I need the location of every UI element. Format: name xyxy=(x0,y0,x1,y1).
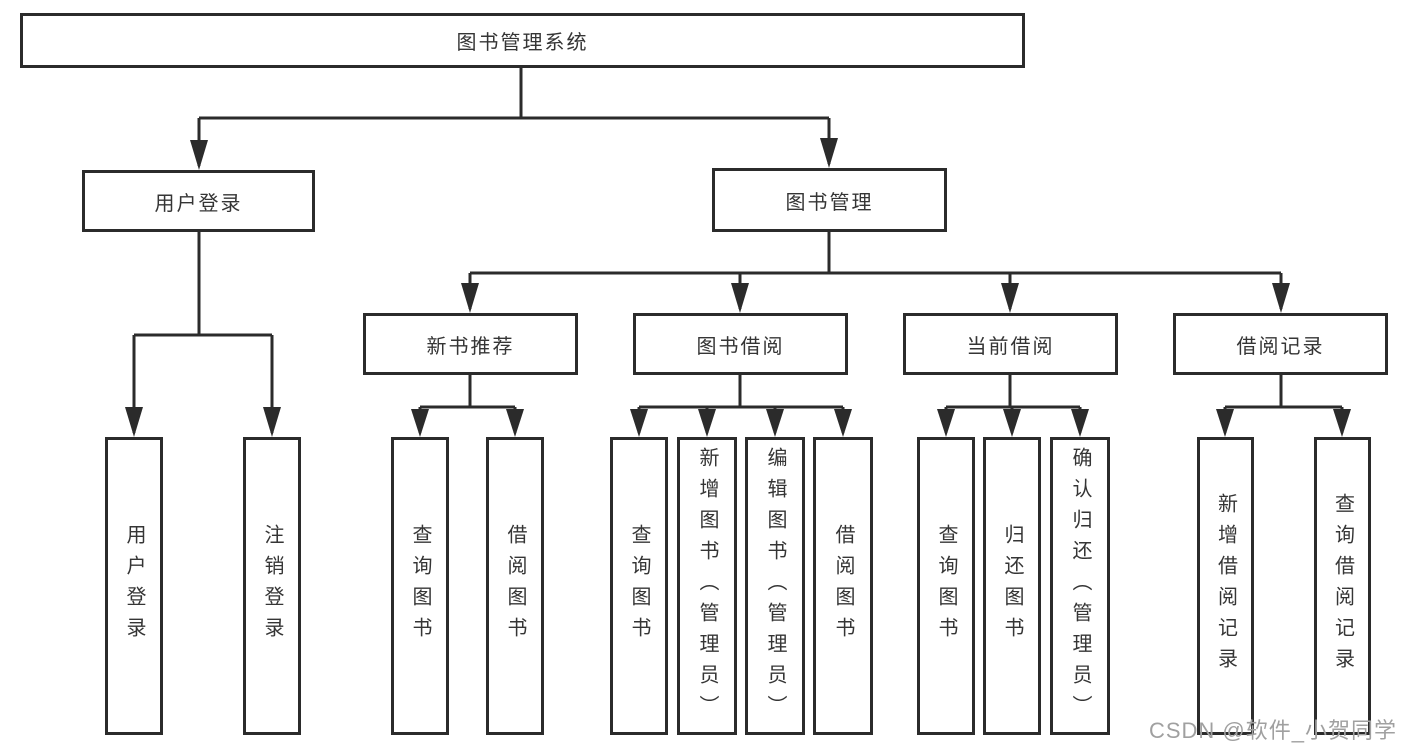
arrowhead xyxy=(766,409,784,437)
arrowhead xyxy=(461,283,479,313)
leaf-user-login: 用户登录 xyxy=(105,437,163,735)
leaf-edit-books-admin: 编辑图书（管理员） xyxy=(745,437,805,735)
node-label: 查询图书 xyxy=(409,524,431,648)
leaf-add-books-admin: 新增图书（管理员） xyxy=(677,437,737,735)
arrowhead xyxy=(731,283,749,313)
node-label: 查询图书 xyxy=(935,524,957,648)
node-label: 图书借阅 xyxy=(696,335,785,358)
leaf-return-books: 归还图书 xyxy=(983,437,1041,735)
node-root-library-system: 图书管理系统 xyxy=(20,13,1025,68)
leaf-query-books-borrow: 查询图书 xyxy=(610,437,668,735)
node-label: 查询借阅记录 xyxy=(1331,493,1354,679)
leaf-logout: 注销登录 xyxy=(243,437,301,735)
node-label: 借阅图书 xyxy=(504,524,526,648)
node-label: 图书管理系统 xyxy=(456,32,589,54)
arrowhead xyxy=(411,409,429,437)
node-book-borrow: 图书借阅 xyxy=(633,313,848,375)
node-label: 编辑图书（管理员） xyxy=(764,446,786,726)
leaf-borrow-books-recommend: 借阅图书 xyxy=(486,437,544,735)
leaf-query-borrow-record: 查询借阅记录 xyxy=(1314,437,1371,735)
connector-recommend-to-leaves xyxy=(418,375,517,433)
arrowhead xyxy=(820,138,838,168)
connector-records-to-leaves xyxy=(1223,375,1344,433)
arrowhead xyxy=(190,140,208,170)
node-label: 新书推荐 xyxy=(426,335,515,358)
arrowhead xyxy=(1272,283,1290,313)
node-label: 借阅图书 xyxy=(832,524,854,648)
leaf-query-books-current: 查询图书 xyxy=(917,437,975,735)
node-label: 查询图书 xyxy=(628,524,650,648)
node-label: 当前借阅 xyxy=(966,335,1055,358)
arrowhead xyxy=(1216,409,1234,437)
connector-borrow-to-leaves xyxy=(637,375,845,433)
arrowhead xyxy=(125,407,143,437)
arrowhead xyxy=(263,407,281,437)
node-label: 注销登录 xyxy=(261,524,283,648)
node-label: 借阅记录 xyxy=(1236,335,1325,358)
node-new-book-recommend: 新书推荐 xyxy=(363,313,578,375)
connector-bookmgmt-to-level3 xyxy=(468,232,1283,309)
node-label: 用户登录 xyxy=(123,524,145,648)
leaf-confirm-return-admin: 确认归还（管理员） xyxy=(1050,437,1110,735)
node-current-borrow: 当前借阅 xyxy=(903,313,1118,375)
node-user-login: 用户登录 xyxy=(82,170,315,232)
arrowhead xyxy=(1071,409,1089,437)
arrowhead xyxy=(506,409,524,437)
node-label: 新增图书（管理员） xyxy=(696,446,718,726)
node-label: 确认归还（管理员） xyxy=(1069,446,1091,726)
node-label: 用户登录 xyxy=(154,192,243,215)
arrowhead xyxy=(834,409,852,437)
arrowhead xyxy=(937,409,955,437)
node-label: 新增借阅记录 xyxy=(1214,493,1237,679)
node-borrow-records: 借阅记录 xyxy=(1173,313,1388,375)
connector-userlogin-to-leaves xyxy=(132,232,274,433)
arrowhead xyxy=(630,409,648,437)
leaf-borrow-books-borrow: 借阅图书 xyxy=(813,437,873,735)
node-label: 归还图书 xyxy=(1001,524,1023,648)
arrowhead xyxy=(698,409,716,437)
leaf-query-books-recommend: 查询图书 xyxy=(391,437,449,735)
connector-root-to-level2 xyxy=(197,67,831,166)
node-label: 图书管理 xyxy=(785,191,874,214)
arrowhead xyxy=(1003,409,1021,437)
node-book-management: 图书管理 xyxy=(712,168,947,232)
arrowhead xyxy=(1333,409,1351,437)
leaf-add-borrow-record: 新增借阅记录 xyxy=(1197,437,1254,735)
arrowhead xyxy=(1001,283,1019,313)
